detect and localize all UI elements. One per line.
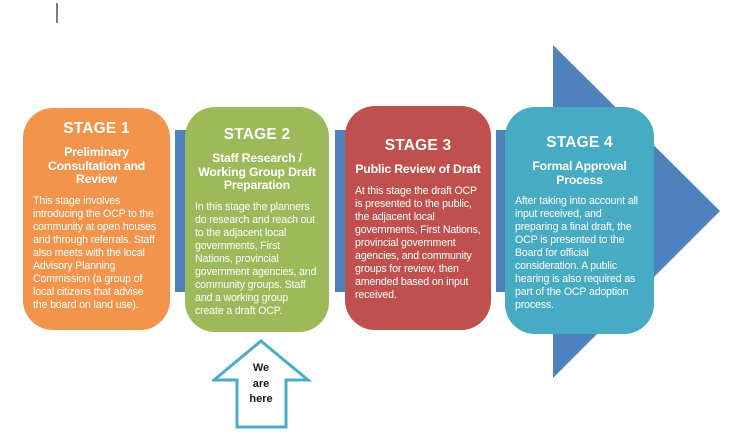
stage-3-card: STAGE 3 Public Review of Draft At this s… [345, 106, 491, 330]
up-arrow-icon [212, 339, 312, 429]
stage-3-description: At this stage the draft OCP is presented… [355, 184, 481, 301]
stage-1-description: This stage involves introducing the OCP … [33, 194, 157, 311]
stage-4-description: After taking into account all input rece… [515, 195, 638, 312]
stage-2-title: STAGE 2 [223, 126, 291, 143]
stage-1-title: STAGE 1 [63, 120, 130, 137]
stage-1-subtitle: Preliminary Consultation and Review [47, 145, 146, 187]
stage-4-card: STAGE 4 Formal Approval Process After ta… [505, 107, 654, 334]
stage-1-card: STAGE 1 Preliminary Consultation and Rev… [23, 108, 170, 330]
stage-4-subtitle: Formal Approval Process [532, 159, 627, 187]
stage-4-title: STAGE 4 [546, 134, 613, 151]
stage-2-card: STAGE 2 Staff Research / Working Group D… [185, 107, 329, 332]
we-are-here-label: We are here [249, 362, 273, 405]
stage-2-subtitle: Staff Research / Working Group Draft Pre… [198, 151, 316, 193]
stage-2-description: In this stage the planners do research a… [195, 200, 317, 317]
text-cursor-line [56, 3, 58, 23]
stage-3-title: STAGE 3 [384, 137, 452, 154]
stage-3-subtitle: Public Review of Draft [355, 162, 481, 176]
we-are-here-marker: We are here [212, 339, 312, 431]
up-arrow-outline [212, 339, 312, 429]
